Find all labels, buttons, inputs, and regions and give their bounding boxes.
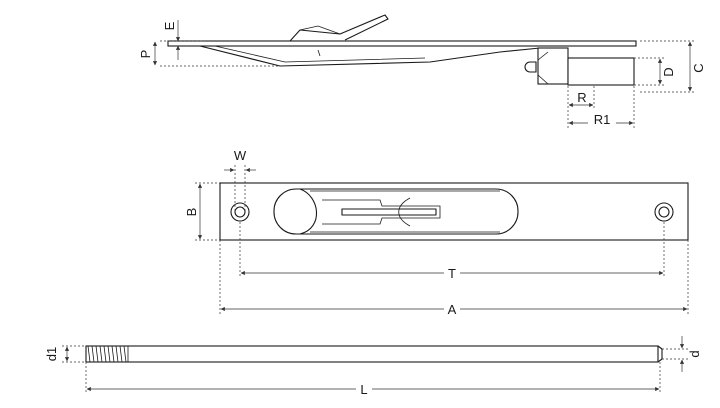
label-p: P [138,50,153,59]
front-lever-curve [296,188,318,235]
label-a: A [448,302,457,317]
side-screw [524,61,537,73]
label-a-bg [444,301,460,316]
side-face-plate [167,40,637,47]
front-screw-hole-left-outer [230,202,250,222]
side-pin [317,49,321,57]
rod-view: d1 d L [44,336,702,397]
label-d: D [661,67,676,76]
label-w: W [234,148,247,163]
side-guide-block [537,47,569,85]
label-r: R [577,90,586,105]
label-b: B [184,208,199,217]
label-d-small: d [687,350,702,357]
front-lever-body [322,199,441,225]
label-l: L [360,382,367,397]
rod-end-chamfer [657,345,663,363]
front-screw-hole-left-inner [234,206,246,218]
label-t-bg [444,265,460,280]
side-lever [289,14,389,42]
side-lever-detail [299,25,341,35]
rod-body [85,345,659,363]
side-bolt-tip [567,57,635,86]
front-lever-edges [310,190,500,233]
label-l-bg [356,381,372,396]
label-r1-bg [588,112,616,126]
front-view: W B T A [184,148,689,317]
label-d1: d1 [44,347,59,361]
rod-threads [87,345,129,363]
front-lever-slot [341,208,437,216]
side-body-outline [199,45,541,67]
label-c: C [691,63,706,72]
front-slot [273,188,519,235]
label-t: T [448,266,456,281]
front-screw-hole-right-outer [654,202,674,222]
front-screw-hole-right-inner [658,206,670,218]
label-e: E [162,21,177,30]
front-lever-grip [398,197,411,227]
side-body-inner [214,45,426,63]
side-view: E P D C R R1 [138,14,706,128]
side-guide-detail [537,51,549,85]
label-r1: R1 [594,112,611,127]
front-face-plate [219,182,689,241]
